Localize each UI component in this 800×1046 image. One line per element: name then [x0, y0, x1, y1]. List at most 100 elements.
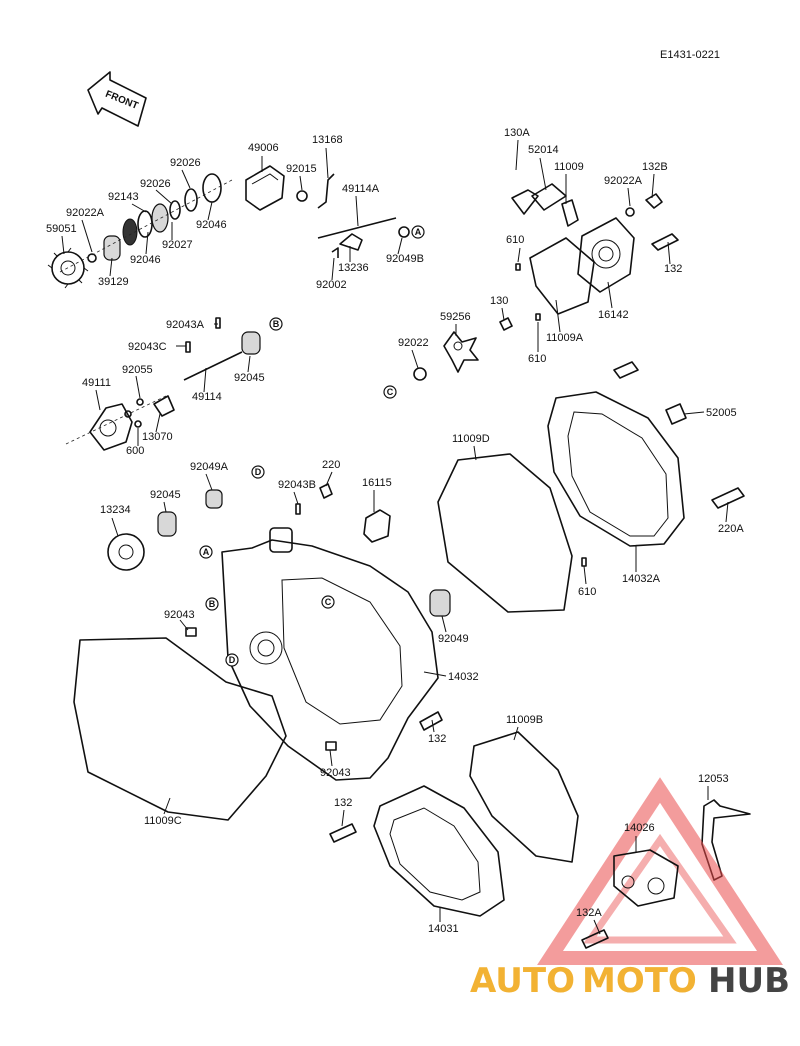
part-label: 600	[126, 445, 144, 457]
part-label: 13236	[338, 262, 369, 274]
reference-marker: B	[269, 317, 283, 331]
part-label: 92022A	[66, 207, 105, 219]
bearing-icon	[429, 589, 451, 617]
assembly-axis-line	[59, 179, 233, 273]
part-label: 16142	[598, 309, 629, 321]
bearing-icon	[241, 331, 261, 355]
sprocket-gear-icon	[47, 247, 89, 289]
ignition-gasket-icon	[469, 731, 579, 863]
part-label: 132A	[576, 907, 602, 919]
clutch-cover-outer-icon	[547, 391, 685, 547]
part-label: 59256	[440, 311, 471, 323]
part-label: 92043	[320, 767, 351, 779]
pump-cover-icon	[577, 217, 635, 293]
part-label: 610	[578, 586, 596, 598]
part-label: 92043C	[128, 341, 167, 353]
part-label: 220A	[718, 523, 744, 535]
bracket-icon	[339, 233, 363, 251]
part-label: 11009A	[546, 332, 584, 344]
washer-icon	[136, 398, 144, 406]
part-label: 59051	[46, 223, 77, 235]
part-label: 92043B	[278, 479, 316, 491]
part-label: 130	[490, 295, 508, 307]
part-label: 52014	[528, 144, 559, 156]
reference-marker: C	[383, 385, 397, 399]
washer-icon	[169, 200, 181, 220]
pump-gear-icon	[89, 403, 133, 451]
part-label: 92027	[162, 239, 193, 251]
part-label: 92002	[316, 279, 347, 291]
part-label: 132B	[642, 161, 668, 173]
dowel-pin-icon	[515, 263, 521, 271]
part-label: 92022A	[604, 175, 643, 187]
gear-icon	[151, 203, 169, 233]
part-label: 92046	[196, 219, 227, 231]
part-label: 92026	[170, 157, 201, 169]
part-label: 11009B	[506, 714, 543, 726]
svg-text:B: B	[273, 319, 280, 329]
ignition-cover-icon	[373, 785, 505, 917]
dowel-pin-icon	[581, 557, 587, 567]
part-label: 11009	[554, 161, 584, 173]
svg-text:B: B	[209, 599, 216, 609]
part-label: 92046	[130, 254, 161, 266]
svg-text:D: D	[255, 467, 262, 477]
bearing-icon	[103, 235, 121, 261]
pipe-icon	[511, 189, 539, 215]
part-label: 49114	[192, 391, 222, 403]
part-label: 92143	[108, 191, 139, 203]
part-label: 49114A	[342, 183, 380, 195]
part-label: 16115	[362, 477, 392, 489]
guard-plate-icon	[613, 849, 679, 907]
part-label: 49111	[82, 377, 111, 389]
diagram-code: E1431-0221	[660, 49, 720, 61]
part-label: 92045	[234, 372, 265, 384]
part-label: 12053	[698, 773, 729, 785]
pin-icon	[215, 317, 221, 329]
shaft-icon	[317, 217, 397, 239]
leader-lines	[61, 139, 729, 935]
bolt-icon	[651, 233, 679, 251]
bolt-icon	[581, 929, 609, 949]
part-label: 132	[664, 263, 682, 275]
part-label: 14032A	[622, 573, 661, 585]
bolt-icon	[499, 317, 513, 331]
valve-housing-icon	[245, 165, 285, 211]
part-label: 92045	[150, 489, 181, 501]
reference-marker: A	[411, 225, 425, 239]
part-label: 13070	[142, 431, 173, 443]
bolt-icon	[645, 193, 663, 209]
part-label: 220	[322, 459, 340, 471]
svg-text:D: D	[229, 655, 236, 665]
part-label: 92043A	[166, 319, 205, 331]
seal-icon	[205, 489, 223, 509]
washer-icon	[184, 188, 198, 212]
pin-icon	[185, 341, 191, 353]
filler-cap-icon	[363, 509, 391, 543]
part-label: 92049A	[190, 461, 229, 473]
part-label: 11009C	[144, 815, 182, 827]
part-label: 92049B	[386, 253, 424, 265]
watermark-triangle-logo	[537, 777, 783, 965]
dowel-icon	[185, 627, 197, 637]
front-direction-arrow-icon: FRONT	[87, 71, 147, 127]
gear-icon	[202, 173, 222, 203]
washer-icon	[398, 226, 410, 238]
svg-text:HUB: HUB	[708, 961, 790, 1001]
part-label: 14026	[624, 822, 655, 834]
pin-icon	[295, 503, 301, 515]
bolt-icon	[419, 711, 443, 731]
reference-marker: B	[205, 597, 219, 611]
part-label: 610	[506, 234, 524, 246]
svg-text:AUTO: AUTO	[470, 961, 575, 1001]
lever-icon	[317, 173, 335, 209]
part-label: 92043	[164, 609, 195, 621]
shaft-icon	[183, 351, 243, 381]
part-label: 92055	[122, 364, 153, 376]
gasket-small-icon	[561, 199, 579, 227]
part-label: 130A	[504, 127, 530, 139]
gear-icon	[137, 210, 153, 238]
washer-icon	[134, 420, 142, 428]
svg-text:C: C	[325, 597, 332, 607]
